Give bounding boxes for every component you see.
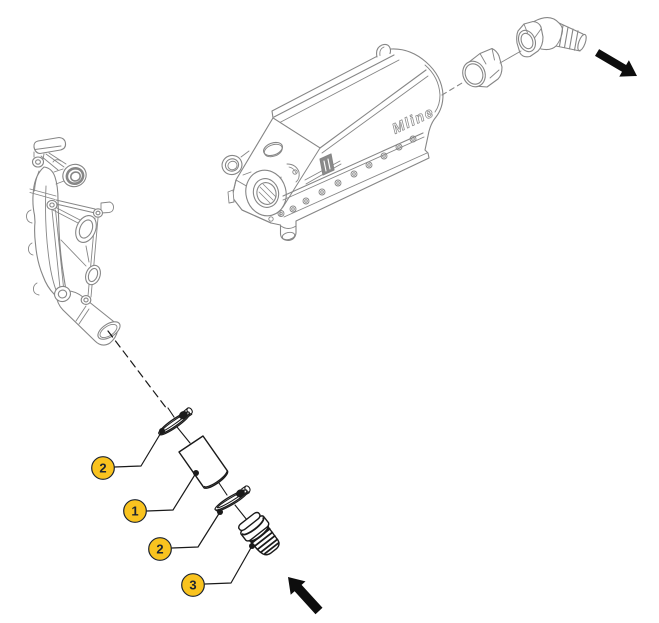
svg-text:2: 2 <box>99 461 106 476</box>
svg-text:3: 3 <box>189 578 196 593</box>
svg-text:2: 2 <box>156 542 163 557</box>
svg-text:1: 1 <box>131 504 138 519</box>
